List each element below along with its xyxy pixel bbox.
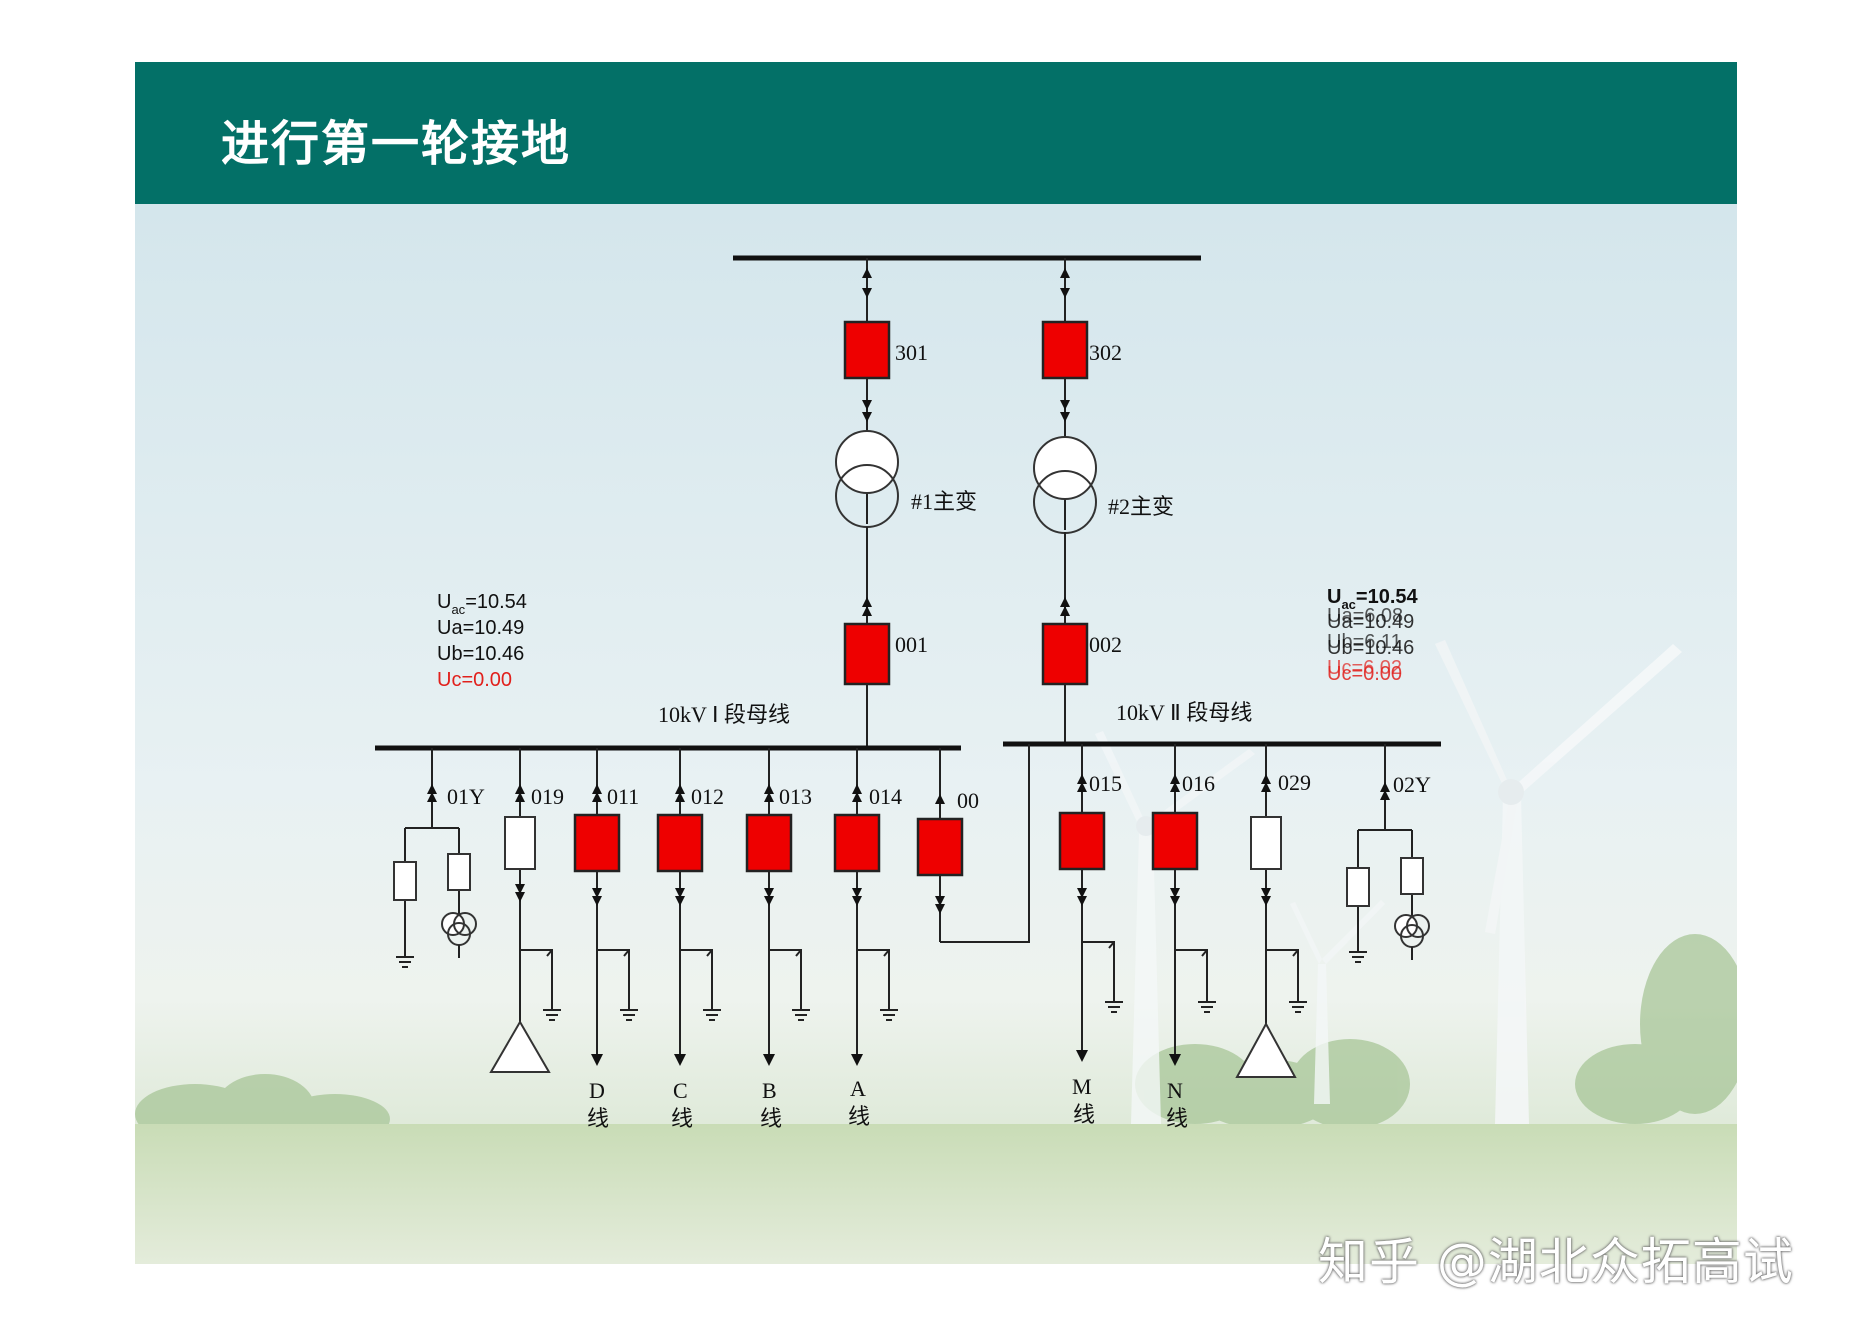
pt-fuse-1: [393, 861, 417, 901]
pt-cabinet-02y: 02Y: [1346, 744, 1431, 963]
line-m-suffix: 线: [1073, 1102, 1095, 1127]
feeder-012: 012 C 线: [656, 748, 724, 1131]
line-a-label: A: [850, 1076, 866, 1101]
line-n-label: N: [1167, 1078, 1183, 1103]
transformer-1-winding-hv: [835, 430, 899, 494]
transformer-2-winding-hv: [1033, 436, 1097, 500]
transformer-2-label: #2主变: [1108, 494, 1174, 519]
slide: 进行第一轮接地: [135, 62, 1737, 1264]
watermark: 知乎 @湖北众拓高试: [1318, 1233, 1794, 1291]
line-c-label: C: [673, 1078, 688, 1103]
landscape-background: [135, 204, 1737, 1264]
pt-cabinet-01y: 01Y: [393, 748, 485, 968]
breaker-301[interactable]: [843, 320, 891, 380]
meter-1-ub: Ub=10.46: [437, 643, 524, 665]
meter-1-uc: Uc=0.00: [437, 669, 512, 691]
breaker-00[interactable]: [916, 817, 964, 877]
voltage-meter-bus1: Uac=10.54 Ua=10.49 Ub=10.46 Uc=0.00: [437, 591, 527, 691]
feeder-029-label: 029: [1278, 770, 1311, 795]
breaker-001-label: 001: [895, 632, 928, 657]
capacitor-feeder-029: 029: [1235, 744, 1311, 1078]
breaker-014[interactable]: [833, 813, 881, 873]
feeder-013-label: 013: [779, 784, 812, 809]
meter-2-ua-overlay: Ua=6.08: [1327, 605, 1403, 627]
feeder-015-label: 015: [1089, 771, 1122, 796]
breaker-012[interactable]: [656, 813, 704, 873]
wind-turbine-small: [1290, 900, 1385, 1104]
meter-1-ua: Ua=10.49: [437, 617, 524, 639]
breaker-001[interactable]: [843, 622, 891, 686]
wind-turbine-large: [1435, 640, 1682, 1124]
slide-header: 进行第一轮接地: [135, 62, 1737, 204]
breaker-013[interactable]: [745, 813, 793, 873]
feeder-016-label: 016: [1182, 771, 1215, 796]
breaker-016[interactable]: [1151, 811, 1199, 871]
meter-2-ub: Ub=10.46: [1327, 637, 1414, 659]
wind-turbine-mid: [1095, 731, 1255, 1124]
pt-01y-label: 01Y: [447, 784, 485, 809]
capacitor-bank-019: [489, 1020, 551, 1073]
bus-tie-label: 00: [957, 788, 979, 813]
line-d-label: D: [589, 1078, 605, 1103]
transformer-branch-2: 302 #2主变 002: [1033, 258, 1174, 742]
meter-2-ub-overlay: Ub=6.11: [1327, 631, 1402, 653]
feeder-015: 015 M 线: [1058, 744, 1123, 1127]
feeder-014-label: 014: [869, 784, 902, 809]
feeder-011: 011 D 线: [573, 748, 639, 1131]
line-n-suffix: 线: [1166, 1106, 1188, 1131]
line-b-label: B: [762, 1078, 777, 1103]
grass-field: [135, 1124, 1737, 1264]
feeder-013: 013 B 线: [745, 748, 812, 1131]
voltage-meter-bus2: Uac=10.54 Ua=10.49 Ua=6.08 Ub=10.46 Ub=6…: [1327, 586, 1419, 685]
busbar-2-label: 10kV Ⅱ 段母线: [1116, 700, 1252, 725]
breaker-301-label: 301: [895, 340, 928, 365]
capacitor-feeder-019: 019: [489, 748, 564, 1073]
line-m-label: M: [1072, 1074, 1092, 1099]
line-c-suffix: 线: [671, 1106, 693, 1131]
breaker-011[interactable]: [573, 813, 621, 873]
switch-019-open[interactable]: [504, 816, 536, 870]
bus-tie: 00: [916, 744, 1030, 943]
feeder-019-label: 019: [531, 784, 564, 809]
switch-029-open[interactable]: [1250, 816, 1282, 870]
meter-2-uc: Uc=0.00: [1327, 663, 1402, 685]
single-line-diagram: 301 #1主变 001 302 #2主变 002 10kV Ⅰ 段母线 10k…: [375, 255, 1441, 1131]
meter-2-ua: Ua=10.49: [1327, 611, 1414, 633]
breaker-302[interactable]: [1041, 320, 1089, 380]
line-b-suffix: 线: [760, 1106, 782, 1131]
breaker-002-label: 002: [1089, 632, 1122, 657]
capacitor-bank-029: [1235, 1021, 1297, 1078]
line-a-suffix: 线: [848, 1104, 870, 1129]
breaker-015[interactable]: [1058, 811, 1106, 871]
busbar-1-label: 10kV Ⅰ 段母线: [658, 702, 790, 727]
transformer-1-label: #1主变: [911, 489, 977, 514]
slide-title: 进行第一轮接地: [221, 116, 572, 172]
line-d-suffix: 线: [587, 1106, 609, 1131]
pt-fuse-4: [1400, 857, 1424, 895]
meter-1-uac: Uac=10.54: [437, 591, 527, 617]
feeder-014: 014 A 线: [833, 748, 902, 1129]
pt-fuse-2: [447, 853, 471, 891]
pt-02y-label: 02Y: [1393, 772, 1431, 797]
pt-fuse-3: [1346, 867, 1370, 907]
meter-2-uc-overlay: Uc=6.02: [1327, 657, 1402, 679]
transformer-branch-1: 301 #1主变 001: [835, 258, 977, 747]
breaker-302-label: 302: [1089, 340, 1122, 365]
feeder-016: 016 N 线: [1151, 744, 1216, 1131]
feeder-012-label: 012: [691, 784, 724, 809]
feeder-011-label: 011: [607, 784, 639, 809]
breaker-002[interactable]: [1041, 622, 1089, 686]
